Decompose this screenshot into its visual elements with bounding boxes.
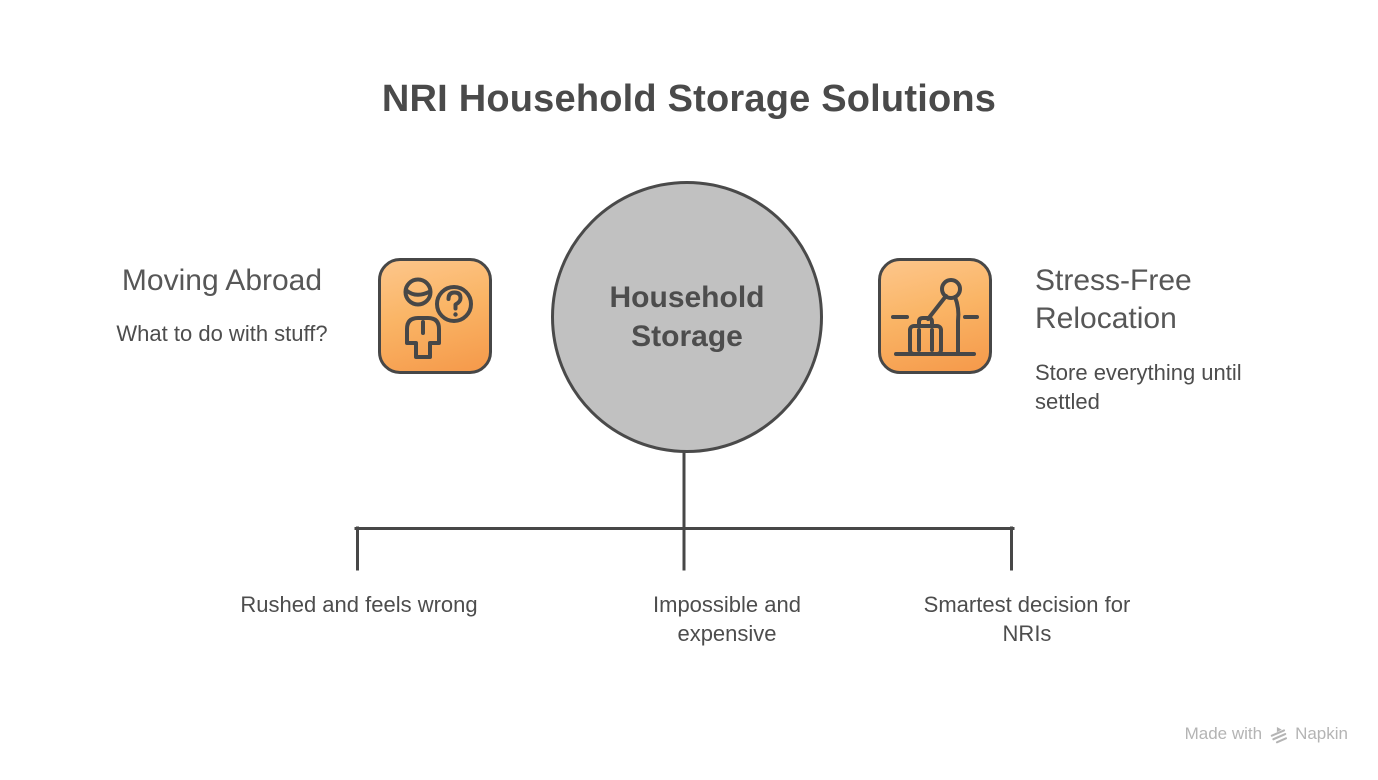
moving-abroad-tile	[378, 258, 492, 374]
traveler-luggage-icon	[891, 278, 979, 356]
left-item-description: What to do with stuff?	[116, 321, 328, 346]
branch-label-smartest: Smartest decision for NRIs	[923, 592, 1131, 646]
central-node-household-storage: Household Storage	[551, 181, 823, 453]
right-item-heading: Stress-Free Relocation	[1035, 264, 1192, 335]
right-item-text-block: Stress-Free Relocation Store everything …	[1035, 262, 1277, 416]
branch-label-rushed: Rushed and feels wrong	[240, 592, 478, 617]
page-title: NRI Household Storage Solutions	[381, 78, 997, 120]
left-item-heading: Moving Abroad	[121, 264, 323, 297]
right-item-description: Store everything until settled	[1035, 360, 1242, 414]
napkin-watermark-link[interactable]: Made with Napkin	[1185, 724, 1348, 744]
central-node-label: Household Storage	[609, 281, 765, 353]
napkin-logo-icon	[1270, 726, 1288, 743]
branch-label-impossible: Impossible and expensive	[653, 592, 801, 646]
watermark-prefix: Made with	[1184, 724, 1263, 743]
left-item-text-block: Moving Abroad What to do with stuff?	[80, 262, 364, 348]
person-question-icon	[403, 277, 473, 359]
stress-free-relocation-tile	[878, 258, 992, 374]
watermark-brand: Napkin	[1295, 724, 1348, 743]
